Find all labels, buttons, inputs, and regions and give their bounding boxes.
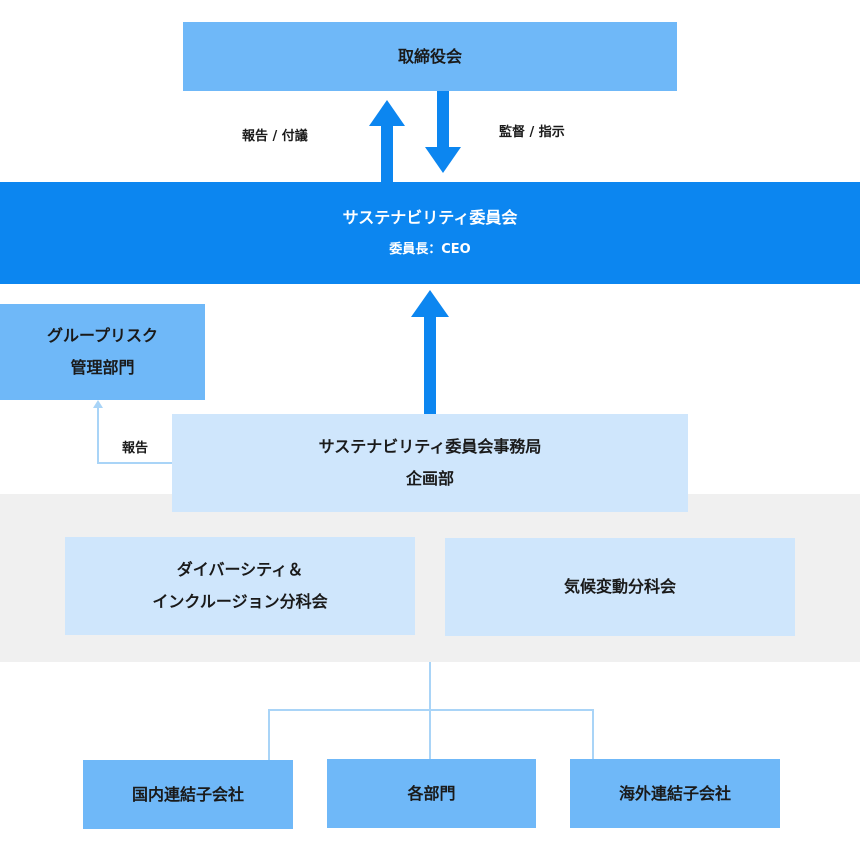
committee-chair: 委員長：CEO: [389, 242, 471, 257]
risk-dept-line2: 管理部門: [70, 358, 135, 377]
board-label: 取締役会: [397, 46, 462, 66]
report-arrow: [369, 100, 405, 182]
domestic-subsidiaries-box: 国内連結子会社: [83, 760, 293, 829]
risk-dept-line1: グループリスク: [46, 326, 159, 345]
secretariat-box: サステナビリティ委員会事務局 企画部: [172, 414, 688, 512]
diversity-line1: ダイバーシティ＆: [176, 560, 304, 579]
report-label: 報告 / 付議: [242, 129, 308, 144]
departments-label: 各部門: [407, 783, 456, 803]
diversity-subcommittee-box: ダイバーシティ＆ インクルージョン分科会: [65, 537, 415, 635]
sustainability-committee-box: サステナビリティ委員会 委員長：CEO: [0, 182, 860, 284]
domestic-label: 国内連結子会社: [131, 784, 244, 804]
climate-subcommittee-box: 気候変動分科会: [445, 538, 795, 636]
supervise-label: 監督 / 指示: [499, 125, 565, 140]
overseas-label: 海外連結子会社: [618, 783, 731, 803]
diversity-line2: インクルージョン分科会: [152, 592, 328, 611]
overseas-subsidiaries-box: 海外連結子会社: [570, 759, 780, 828]
departments-box: 各部門: [327, 759, 536, 828]
board-box: 取締役会: [183, 22, 677, 91]
committee-title: サステナビリティ委員会: [342, 208, 518, 227]
units-tree-connector: [268, 662, 594, 761]
climate-label: 気候変動分科会: [563, 577, 676, 596]
risk-report-label: 報告: [122, 441, 149, 456]
risk-report-connector: [93, 400, 172, 464]
secretariat-line1: サステナビリティ委員会事務局: [318, 437, 542, 456]
secretariat-up-arrow: [411, 290, 449, 414]
supervise-arrow: [425, 91, 461, 173]
risk-management-box: グループリスク 管理部門: [0, 304, 205, 400]
secretariat-line2: 企画部: [405, 469, 454, 488]
